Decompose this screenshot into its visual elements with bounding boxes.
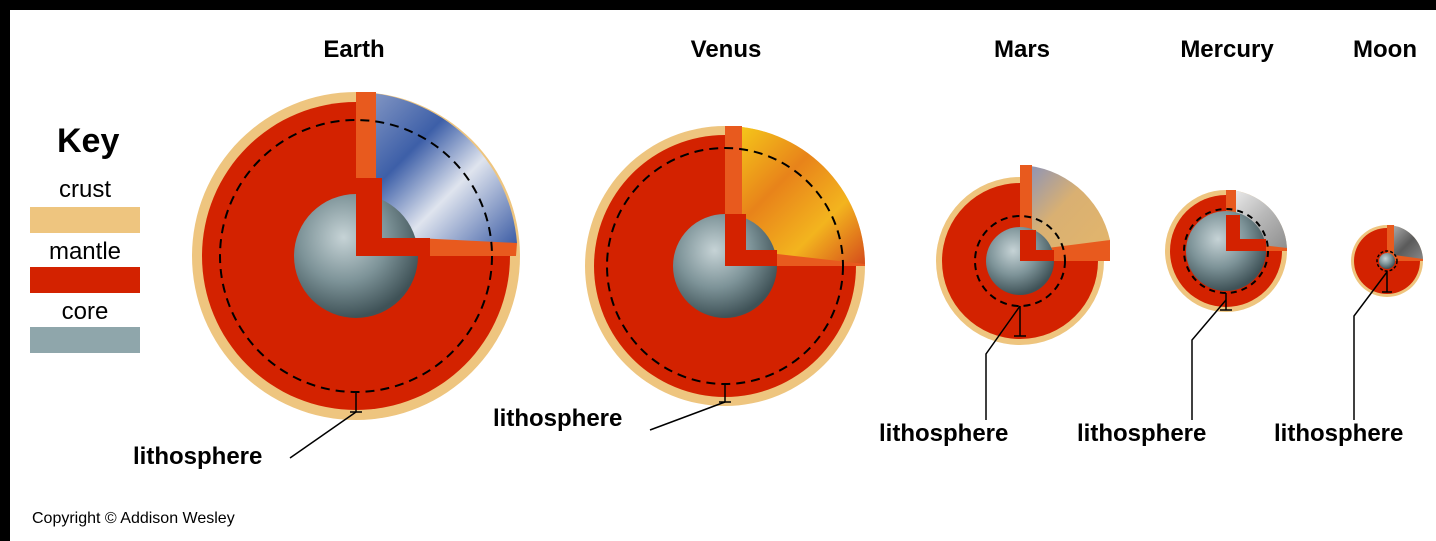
- legend-title: Key: [57, 122, 119, 161]
- legend-swatch-mantle: [30, 267, 140, 293]
- legend-swatch-core: [30, 327, 140, 353]
- legend-swatch-crust: [30, 207, 140, 233]
- planet-title-mars: Mars: [994, 36, 1050, 64]
- planet-title-venus: Venus: [691, 36, 762, 64]
- earth-lithosphere-leader: [290, 412, 356, 458]
- copyright-notice: Copyright © Addison Wesley: [32, 510, 235, 528]
- legend-label-core: core: [30, 298, 140, 326]
- moon-core: [1379, 253, 1395, 269]
- venus-lithosphere-leader: [650, 402, 725, 430]
- mercury-lithosphere-leader: [1192, 300, 1226, 420]
- planet-title-moon: Moon: [1353, 36, 1417, 64]
- legend-label-crust: crust: [30, 176, 140, 204]
- planet-title-mercury: Mercury: [1180, 36, 1273, 64]
- diagram-canvas: Earth Venus Mars Mercury Moon Key crust …: [10, 10, 1436, 541]
- lithosphere-label-mercury: lithosphere: [1077, 420, 1206, 448]
- mercury-cutaway: [1165, 190, 1287, 420]
- lithosphere-label-mars: lithosphere: [879, 420, 1008, 448]
- moon-cutaway: [1351, 225, 1423, 420]
- earth-cutaway: [192, 92, 520, 458]
- legend-label-mantle: mantle: [30, 238, 140, 266]
- lithosphere-label-venus: lithosphere: [493, 405, 622, 433]
- lithosphere-label-moon: lithosphere: [1274, 420, 1403, 448]
- lithosphere-label-earth: lithosphere: [133, 443, 262, 471]
- planet-title-earth: Earth: [323, 36, 384, 64]
- venus-cutaway: [585, 126, 865, 430]
- mars-cutaway: [936, 165, 1110, 420]
